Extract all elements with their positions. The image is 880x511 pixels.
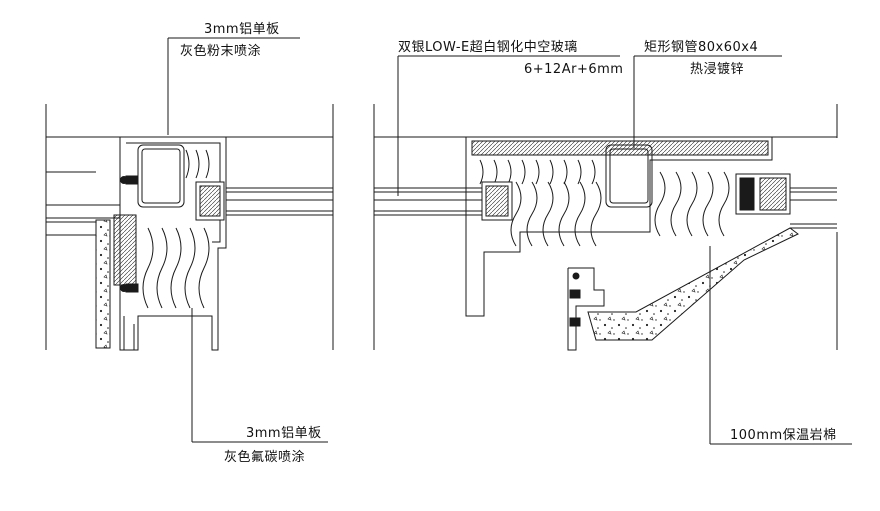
- label-rock-wool: 100mm保温岩棉: [730, 428, 837, 443]
- label-lowe-glass: 双银LOW-E超白钢化中空玻璃: [398, 40, 578, 55]
- label-aluminum-panel-top: 3mm铝单板: [204, 22, 280, 37]
- left-steel-tube: [137, 144, 185, 208]
- left-concrete-block: [95, 219, 111, 349]
- left-insulation-top: [185, 149, 210, 179]
- label-powder-coating: 灰色粉末喷涂: [180, 44, 262, 59]
- left-hatched-strip: [113, 214, 137, 286]
- label-galvanized: 热浸镀锌: [690, 62, 745, 77]
- label-aluminum-panel-bottom: 3mm铝单板: [246, 426, 322, 441]
- right-top-panel: [471, 140, 769, 156]
- left-section: [45, 37, 334, 443]
- label-fluorocarbon-coating: 灰色氟碳喷涂: [224, 450, 306, 465]
- right-sloped-concrete: [587, 227, 799, 341]
- right-steel-tube: [605, 144, 653, 208]
- right-section: [373, 55, 852, 445]
- right-insulation-top: [479, 159, 596, 185]
- right-insulation-right: [654, 171, 730, 237]
- left-insulation-bottom: [142, 227, 210, 309]
- right-insulation-middle: [510, 181, 602, 247]
- label-glass-spec: 6+12Ar+6mm: [524, 62, 624, 77]
- label-steel-tube: 矩形钢管80x60x4: [644, 40, 759, 55]
